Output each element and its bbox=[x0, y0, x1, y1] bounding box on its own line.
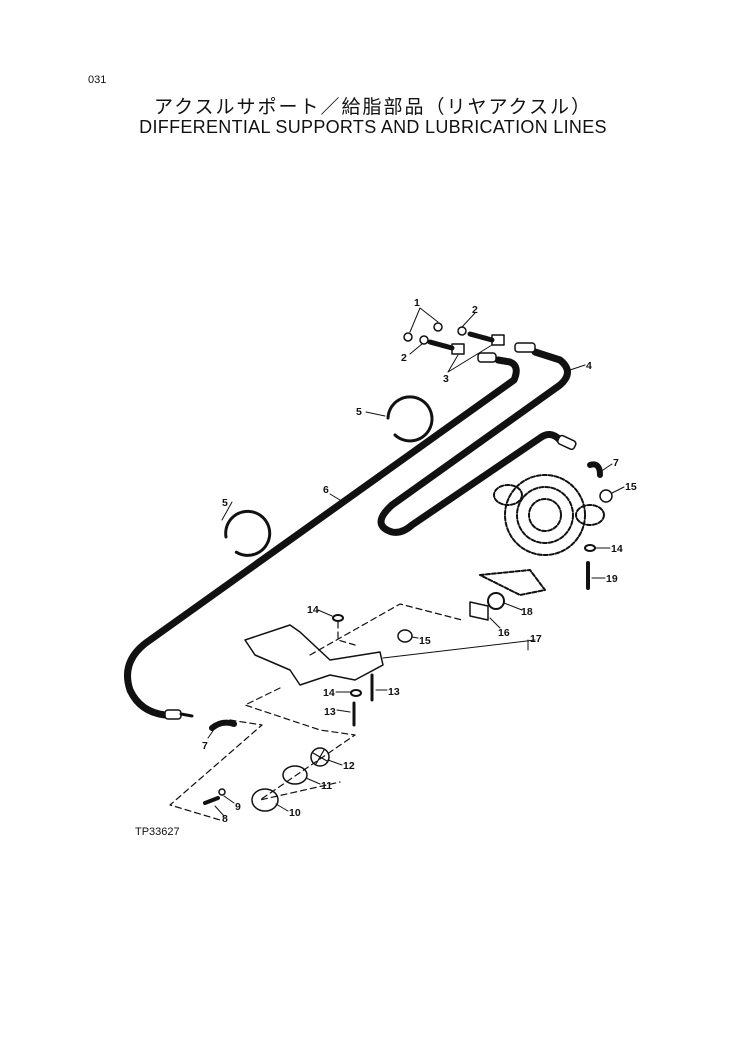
hose-6 bbox=[124, 356, 520, 719]
callout-13: 13 bbox=[324, 706, 336, 718]
callout-8: 8 bbox=[222, 813, 228, 825]
callout-16: 16 bbox=[498, 627, 510, 639]
callout-5: 5 bbox=[222, 497, 228, 509]
callout-10: 10 bbox=[289, 807, 301, 819]
title-english: DIFFERENTIAL SUPPORTS AND LUBRICATION LI… bbox=[139, 117, 607, 137]
callout-14: 14 bbox=[611, 543, 623, 555]
callout-9: 9 bbox=[235, 801, 241, 813]
callout-13: 13 bbox=[388, 686, 400, 698]
callout-18: 18 bbox=[521, 606, 533, 618]
callout-15: 15 bbox=[419, 635, 431, 647]
callout-14: 14 bbox=[307, 604, 319, 616]
callout-labels: 1 2 2 3 4 5 5 6 7 15 14 19 18 16 17 14 1… bbox=[202, 297, 637, 825]
callout-15: 15 bbox=[625, 481, 637, 493]
callout-1: 1 bbox=[414, 297, 420, 309]
bracket bbox=[244, 624, 384, 686]
callout-12: 12 bbox=[343, 760, 355, 772]
figure-code: TP33627 bbox=[135, 826, 180, 838]
callout-14: 14 bbox=[323, 687, 335, 699]
hose-4 bbox=[377, 348, 571, 536]
callout-6: 6 bbox=[323, 484, 329, 496]
callout-19: 19 bbox=[606, 573, 618, 585]
callout-2: 2 bbox=[472, 304, 478, 316]
callout-17: 17 bbox=[530, 633, 542, 645]
callout-11: 11 bbox=[321, 780, 332, 792]
page-number: 031 bbox=[88, 74, 107, 86]
callout-7: 7 bbox=[202, 740, 208, 752]
title-japanese: アクスルサポート／給脂部品（リヤアクスル） bbox=[154, 96, 592, 118]
callout-3: 3 bbox=[443, 373, 449, 385]
callout-5: 5 bbox=[356, 406, 362, 418]
callout-4: 4 bbox=[586, 360, 592, 372]
callout-7: 7 bbox=[613, 457, 619, 469]
callout-2: 2 bbox=[401, 352, 407, 364]
